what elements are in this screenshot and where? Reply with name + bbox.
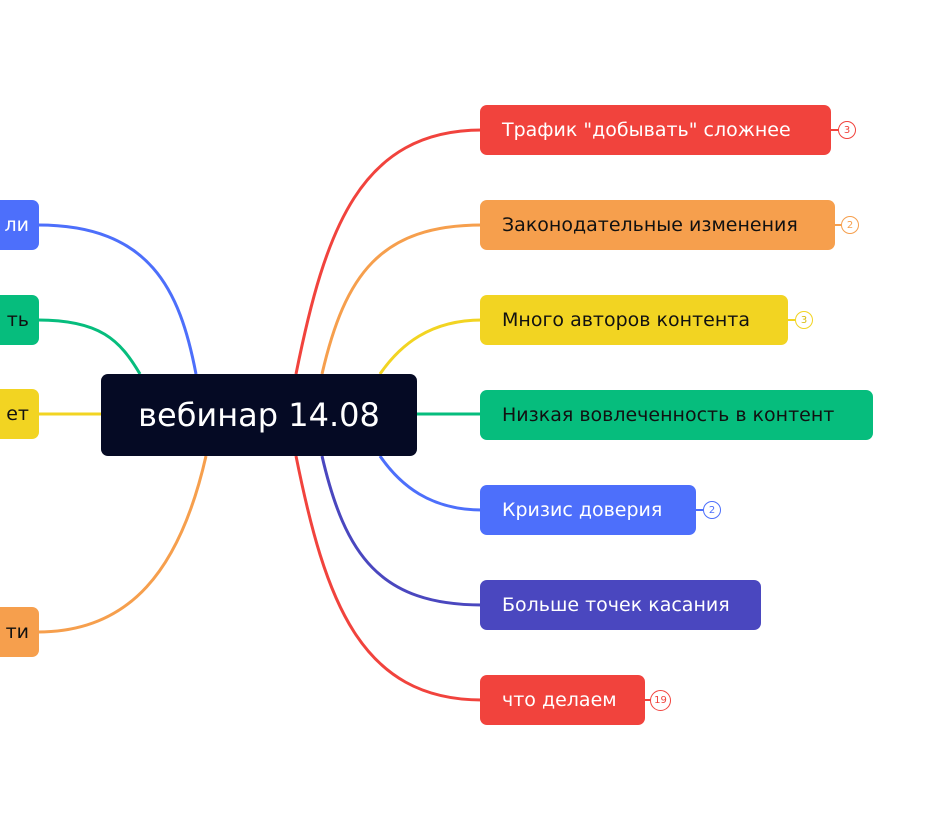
topic-many-content-authors[interactable]: Много авторов контента xyxy=(480,295,788,345)
topic-more-touchpoints[interactable]: Больше точек касания xyxy=(480,580,761,630)
connector-right-2 xyxy=(320,223,483,375)
left-topic-3[interactable]: ет xyxy=(0,389,39,439)
topic-what-we-do[interactable]: что делаем xyxy=(480,675,645,725)
central-topic[interactable]: вебинар 14.08 xyxy=(101,374,417,456)
connector-left-1 xyxy=(37,223,198,375)
collapsed-count-badge[interactable]: 3 xyxy=(838,121,856,139)
connector-right-7 xyxy=(294,455,483,702)
connector-left-2 xyxy=(37,318,142,375)
connector-right-3 xyxy=(378,318,483,375)
collapsed-count-badge[interactable]: 2 xyxy=(703,501,721,519)
connector-right-6 xyxy=(320,455,483,607)
topic-low-engagement[interactable]: Низкая вовлеченность в контент xyxy=(480,390,873,440)
topic-traffic-harder[interactable]: Трафик "добывать" сложнее xyxy=(480,105,831,155)
collapsed-count-badge[interactable]: 3 xyxy=(795,311,813,329)
connector-left-4 xyxy=(37,455,208,634)
left-topic-2[interactable]: ть xyxy=(0,295,39,345)
connector-right-1 xyxy=(294,128,483,375)
topic-trust-crisis[interactable]: Кризис доверия xyxy=(480,485,696,535)
collapsed-count-badge[interactable]: 2 xyxy=(841,216,859,234)
connector-right-5 xyxy=(378,455,483,512)
left-topic-4[interactable]: ти xyxy=(0,607,39,657)
topic-legislative-changes[interactable]: Законодательные изменения xyxy=(480,200,835,250)
collapsed-count-badge[interactable]: 19 xyxy=(650,690,671,711)
left-topic-1[interactable]: ли xyxy=(0,200,39,250)
